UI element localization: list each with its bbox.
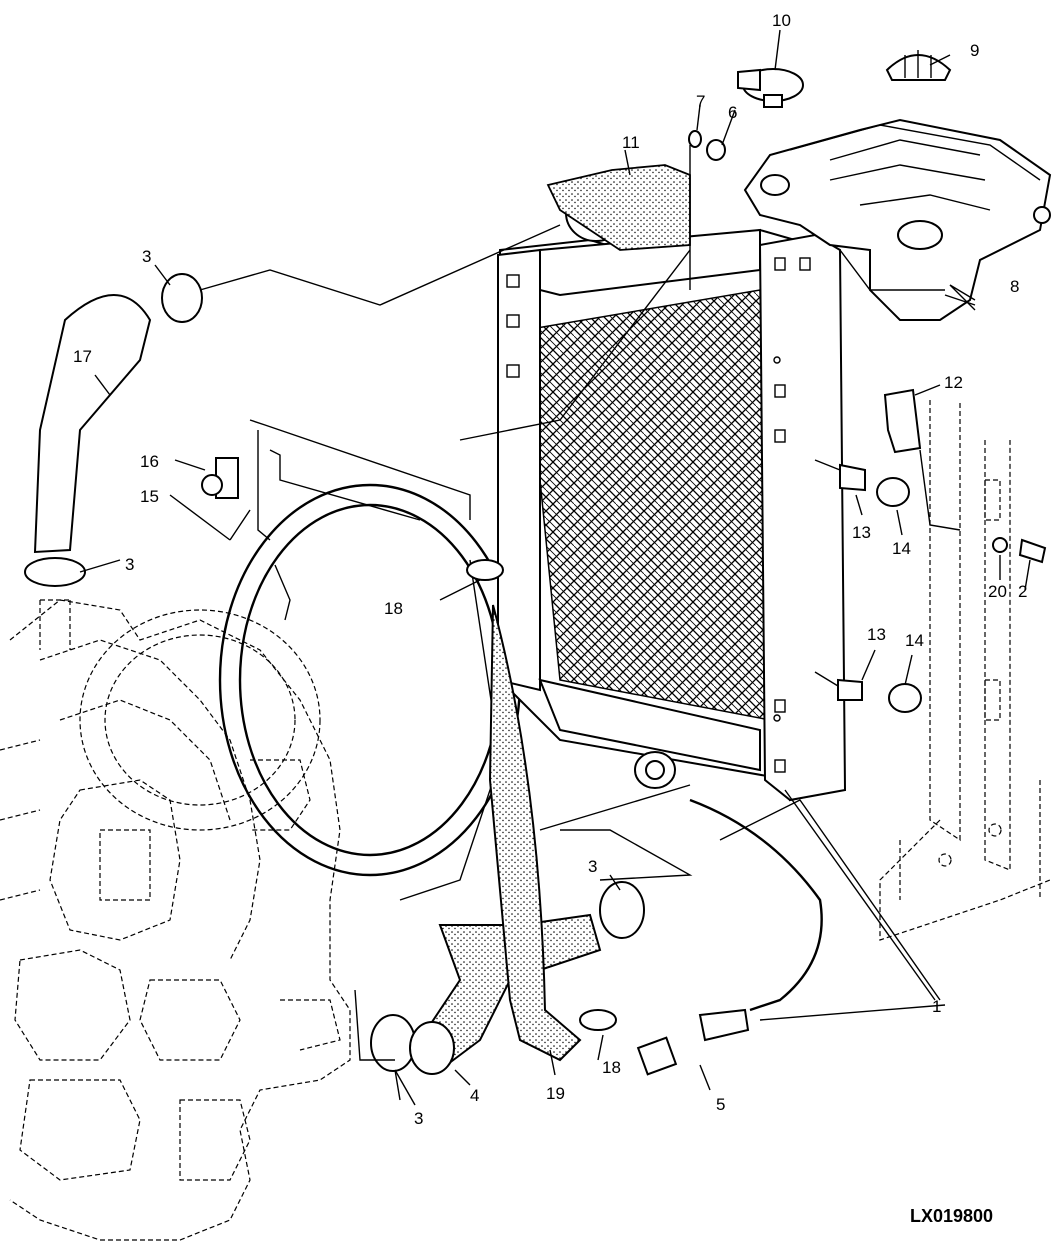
callout-16: 16 [140, 452, 159, 471]
callout-13: 13 [867, 625, 886, 644]
figure-reference: LX019800 [910, 1206, 993, 1226]
bracket [883, 388, 922, 454]
callout-18: 18 [384, 599, 403, 618]
callout-4: 4 [470, 1086, 479, 1105]
callout-7: 7 [696, 92, 705, 111]
bolt-and-washer [992, 537, 1047, 564]
callout-8: 8 [1010, 277, 1019, 296]
callout-18: 18 [602, 1058, 621, 1077]
callout-14: 14 [905, 631, 924, 650]
callout-12: 12 [944, 373, 963, 392]
radiator-cap [737, 68, 804, 108]
engine-block-outline [0, 599, 351, 1241]
temperature-switch [636, 798, 823, 1076]
washers [688, 130, 726, 161]
frame-outline [879, 400, 1051, 941]
fan-shroud [218, 419, 522, 901]
hose-clamps [24, 273, 645, 1072]
callout-9: 9 [970, 41, 979, 60]
expansion-tank-cap [885, 50, 952, 81]
callout-13: 13 [852, 523, 871, 542]
callout-5: 5 [716, 1095, 725, 1114]
callout-1: 1 [932, 997, 941, 1016]
upper-hose [33, 294, 152, 554]
callout-2: 2 [1018, 582, 1027, 601]
sensor [201, 457, 239, 499]
callout-6: 6 [728, 103, 737, 122]
lower-hose [409, 913, 602, 1075]
callout-labels: 1 2 3 3 3 3 4 5 6 7 8 9 10 11 12 13 13 1… [73, 11, 1027, 1226]
callout-10: 10 [772, 11, 791, 30]
callout-3: 3 [414, 1109, 423, 1128]
foam-seal [546, 164, 691, 251]
callout-3: 3 [125, 555, 134, 574]
callout-19: 19 [546, 1084, 565, 1103]
callout-3: 3 [588, 857, 597, 876]
callout-15: 15 [140, 487, 159, 506]
overflow-hose [488, 604, 582, 1062]
mounts [814, 459, 922, 713]
callout-17: 17 [73, 347, 92, 366]
callout-20: 20 [988, 582, 1007, 601]
hose-clips [466, 559, 617, 1031]
expansion-tank [743, 118, 1052, 321]
callout-11: 11 [622, 133, 640, 152]
leader-lines [79, 29, 1031, 1106]
callout-3: 3 [142, 247, 151, 266]
radiator [497, 184, 847, 802]
callout-14: 14 [892, 539, 911, 558]
